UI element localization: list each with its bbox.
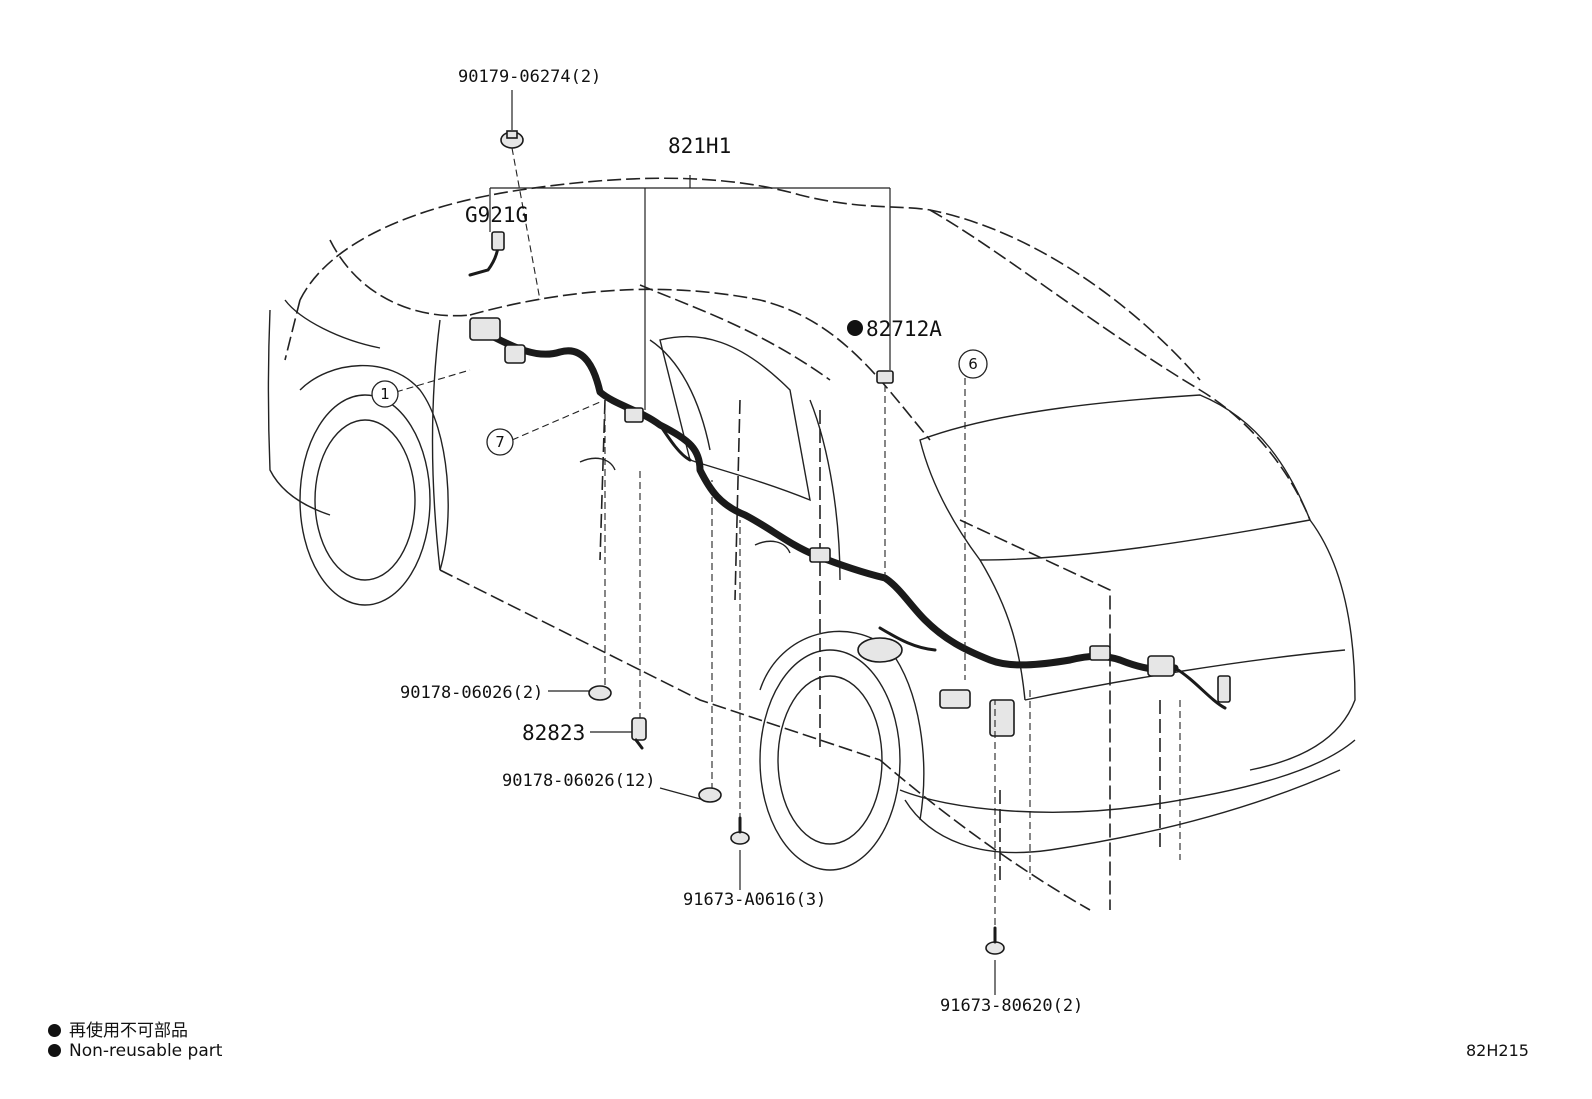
label-821H1: 821H1 (668, 134, 731, 158)
non-reusable-dot-icon (48, 1044, 61, 1057)
legend-english-text: Non-reusable part (69, 1041, 223, 1061)
svg-text:7: 7 (495, 433, 505, 451)
callout-7: 7 (486, 428, 514, 456)
label-90179-06274: 90179-06274(2) (458, 67, 601, 87)
clamp-82823-part (631, 717, 647, 750)
diagram-code: 82H215 (1466, 1041, 1529, 1060)
svg-text:1: 1 (380, 385, 390, 403)
label-91673-A0616: 91673-A0616(3) (683, 890, 826, 910)
svg-text:6: 6 (968, 355, 978, 373)
label-82823: 82823 (522, 721, 585, 745)
grommet-G921G-part (468, 231, 505, 277)
clip-90179-part (500, 130, 524, 149)
label-91673-80620: 91673-80620(2) (940, 996, 1083, 1016)
non-reusable-marker-icon (847, 320, 863, 336)
legend-english: Non-reusable part (48, 1041, 222, 1061)
callout-6: 6 (958, 349, 988, 379)
bolt-91673-b-part (985, 926, 1005, 955)
label-82712A: 82712A (847, 317, 942, 341)
bolt-91673-a-part (730, 816, 750, 845)
reference-lines (395, 90, 1181, 995)
wire-harness-821H1 (469, 317, 1231, 737)
nut-90178-b-part (698, 787, 722, 803)
callout-1: 1 (371, 380, 399, 408)
label-90178-06026-2: 90178-06026(2) (400, 683, 543, 703)
nut-90178-a-part (588, 685, 612, 701)
label-90178-06026-12: 90178-06026(12) (502, 771, 656, 791)
protector-82712A-part (876, 370, 894, 384)
label-G921G: G921G (465, 203, 528, 227)
svg-text:82712A: 82712A (866, 317, 942, 341)
vehicle-body-outline (267, 177, 1356, 911)
non-reusable-dot-icon (48, 1024, 61, 1037)
legend-japanese: 再使用不可部品 (48, 1016, 188, 1041)
legend-japanese-text: 再使用不可部品 (69, 1021, 188, 1041)
